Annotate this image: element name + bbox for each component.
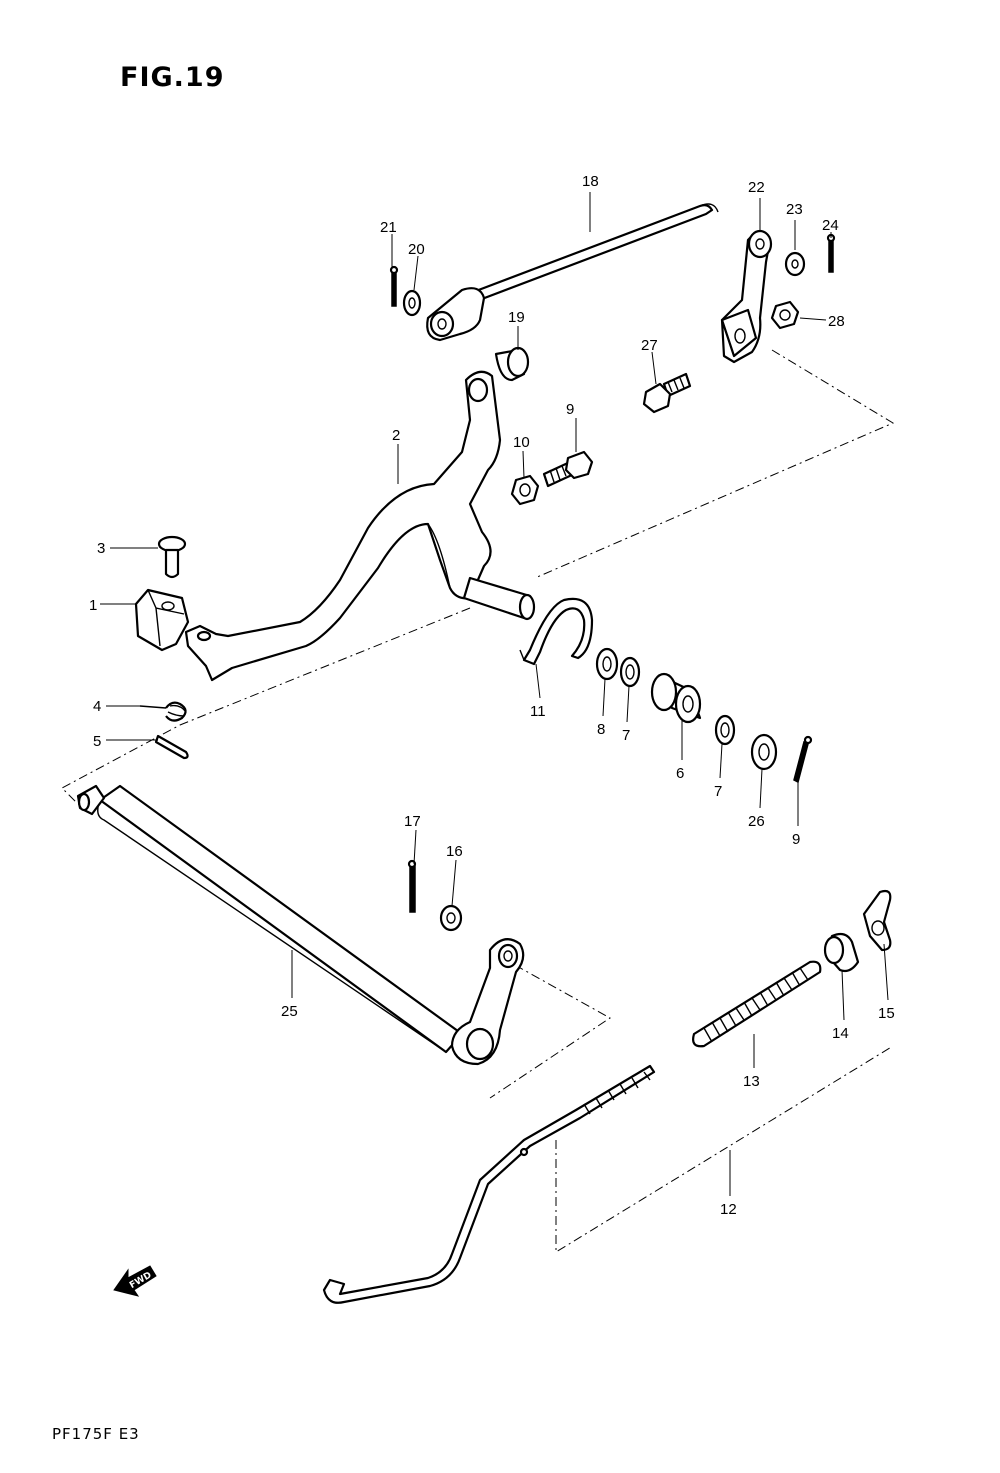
part-1-bracket xyxy=(134,588,190,652)
part-19-rod-end xyxy=(426,287,486,342)
part-12-torsion-spring xyxy=(519,597,594,666)
callout-22: 21 xyxy=(380,219,397,236)
part-28-bolt xyxy=(642,372,692,414)
part-15-collar xyxy=(823,932,860,973)
part-9-cotter-pin xyxy=(793,735,813,784)
callout-24: 23 xyxy=(786,201,803,218)
callout-14: 13 xyxy=(743,1073,760,1090)
callout-6: 6 xyxy=(676,765,684,782)
callout-9: 9 xyxy=(792,831,800,848)
part-4-spring xyxy=(139,701,187,722)
part-13-control-rod xyxy=(322,1064,656,1304)
callout-20: 19 xyxy=(508,309,525,326)
callout-2: 2 xyxy=(392,427,400,444)
part-5-cotter-pin xyxy=(154,734,189,760)
part-29-nut xyxy=(770,300,800,330)
callout-13: 12 xyxy=(720,1201,737,1218)
part-23-lever xyxy=(720,229,773,364)
part-7-washer-lower xyxy=(714,714,736,746)
callout-3: 3 xyxy=(97,540,105,557)
callout-1: 1 xyxy=(89,597,97,614)
part-25-cotter-pin xyxy=(826,233,836,273)
part-26-crank-arm xyxy=(450,938,525,1066)
part-27-washer xyxy=(750,733,778,771)
part-18-cotter-pin xyxy=(407,859,417,913)
part-2-pivot-shaft xyxy=(462,576,536,621)
callout-5: 5 xyxy=(93,733,101,750)
part-8-washer xyxy=(595,647,619,681)
callout-18: 17 xyxy=(404,813,421,830)
part-7-washer-upper xyxy=(619,656,641,688)
callout-28: 27 xyxy=(641,337,658,354)
figure-title: FIG.19 xyxy=(120,62,225,93)
part-11-nut xyxy=(510,474,540,506)
callout-11: 10 xyxy=(513,434,530,451)
model-code: PF175F E3 xyxy=(52,1425,140,1443)
part-21-washer xyxy=(402,289,422,317)
callout-12: 11 xyxy=(530,703,546,720)
callout-15: 14 xyxy=(832,1025,849,1042)
callout-4: 4 xyxy=(93,698,101,715)
callout-26: 25 xyxy=(281,1003,298,1020)
callout-25: 24 xyxy=(822,217,839,234)
callout-10: 9 xyxy=(566,401,574,418)
part-24-washer xyxy=(784,251,806,277)
part-17-washer xyxy=(439,904,463,932)
part-6-bushing xyxy=(650,672,702,724)
part-2-shift-lever xyxy=(184,370,502,682)
part-14-spring xyxy=(692,960,822,1048)
callout-7-upper: 7 xyxy=(622,727,630,744)
part-3-pin xyxy=(157,535,187,579)
callout-8: 8 xyxy=(597,721,605,738)
leader-lines xyxy=(100,192,889,1196)
part-20-clevis-pin xyxy=(494,346,530,382)
assembly-reference-lines xyxy=(61,349,895,1253)
callout-27: 26 xyxy=(748,813,765,830)
callout-23: 22 xyxy=(748,179,765,196)
callout-16: 15 xyxy=(878,1005,895,1022)
part-10-bolt xyxy=(542,450,594,488)
part-16-wing-nut xyxy=(862,889,892,952)
callout-labels: 18 22 23 24 21 20 19 28 27 9 10 2 3 1 4 … xyxy=(89,173,895,1218)
callout-21: 20 xyxy=(408,241,425,258)
callout-19: 18 xyxy=(582,173,599,190)
part-19-linkage-rod xyxy=(466,203,719,304)
callout-29: 28 xyxy=(828,313,845,330)
callout-17: 16 xyxy=(446,843,463,860)
callout-7-lower: 7 xyxy=(714,783,722,800)
part-22-cotter-pin xyxy=(389,265,399,307)
fwd-direction-arrow: FWD xyxy=(113,1265,157,1297)
